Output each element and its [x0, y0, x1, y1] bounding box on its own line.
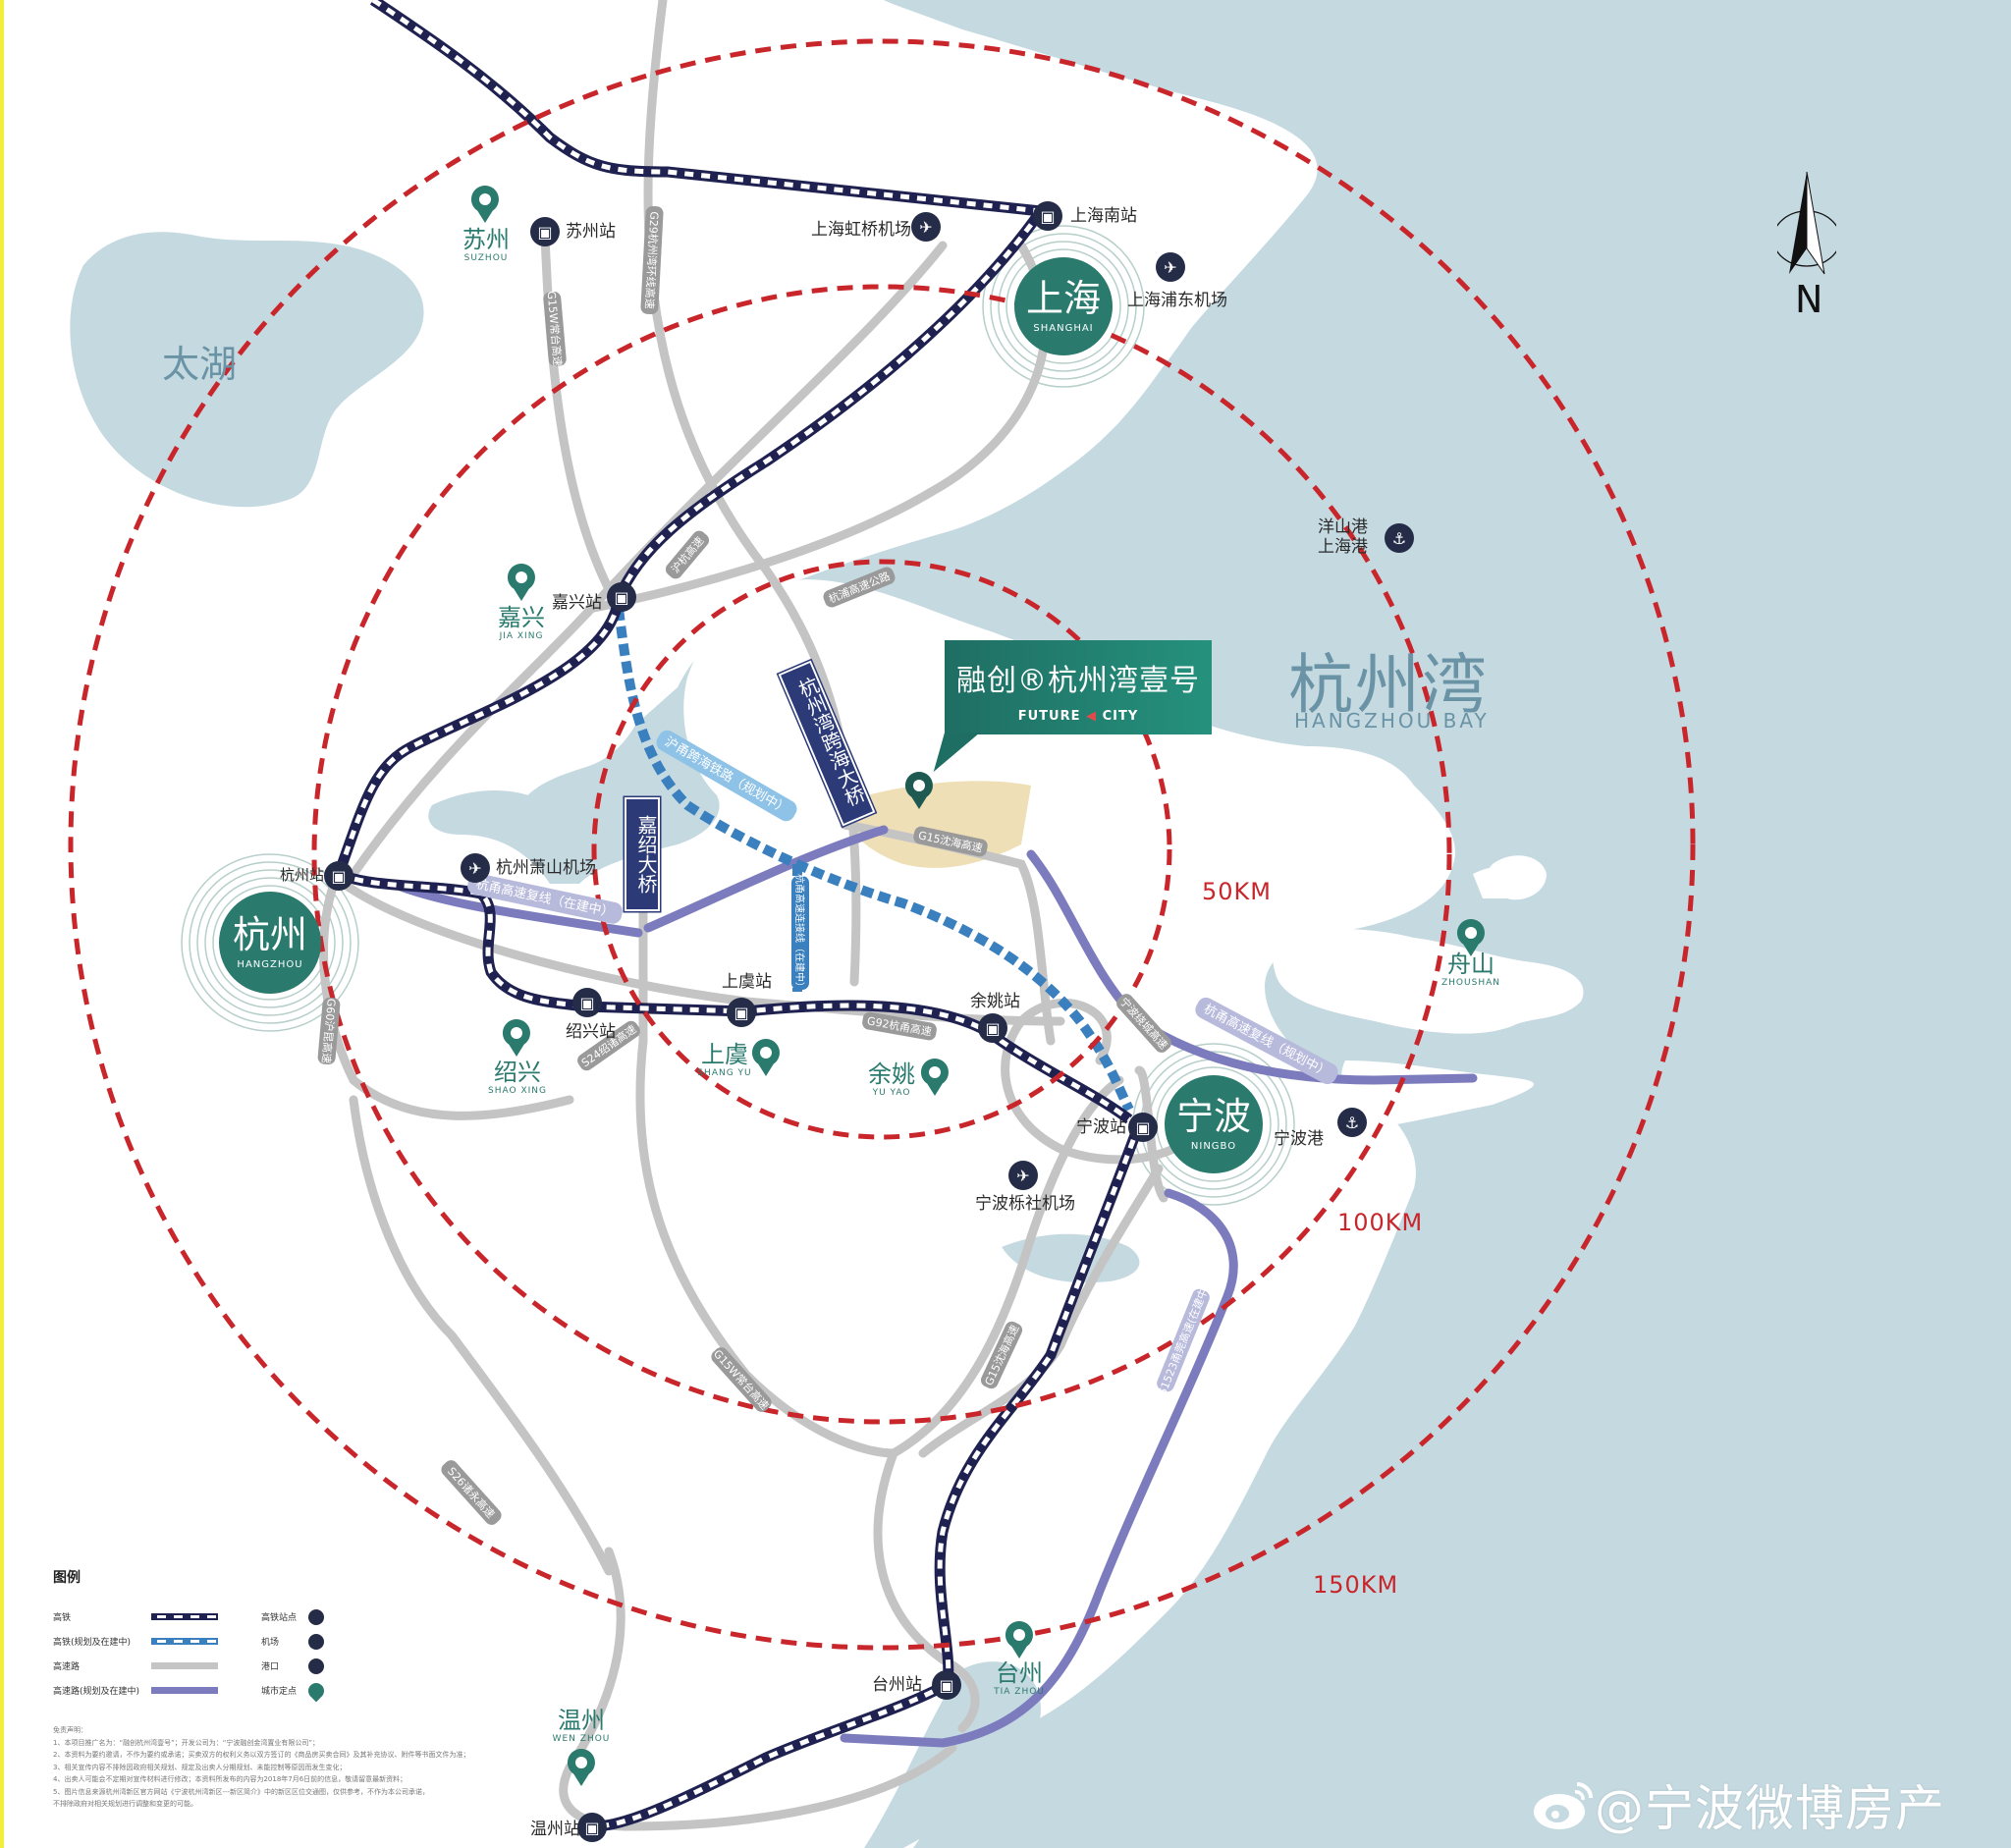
airport-pudong[interactable]: 上海浦东机场	[1127, 291, 1227, 310]
svg-text:G60沪昆高速: G60沪昆高速	[319, 998, 339, 1063]
planned-highway-swatch	[151, 1687, 218, 1694]
svg-text:▣: ▣	[1040, 207, 1055, 226]
svg-text:✈: ✈	[1164, 258, 1176, 277]
legend-row: 高铁 高铁站点	[53, 1604, 377, 1629]
watermark-text: @宁波微博房产	[1595, 1780, 1945, 1837]
station-hangzhou[interactable]: 杭州站	[280, 866, 325, 884]
taihu-lake-label: 太湖	[162, 343, 238, 386]
ring-label-100km: 100KM	[1337, 1209, 1424, 1236]
svg-text:⚓: ⚓	[1392, 529, 1406, 548]
left-edge-stripe	[0, 0, 4, 1848]
station-shanghai-south[interactable]: 上海南站	[1070, 206, 1137, 226]
ring-label-150km: 150KM	[1313, 1571, 1399, 1599]
project-callout[interactable]: 融创®杭州湾壹号 FUTURE ◀ CITY	[945, 640, 1212, 734]
station-wenzhou[interactable]: 温州站	[530, 1820, 580, 1839]
port-yangshan[interactable]: 洋山港上海港	[1318, 517, 1368, 557]
svg-text:▣: ▣	[614, 588, 628, 607]
hangzhou-bay-en-label: HANGZHOU BAY	[1294, 709, 1490, 733]
map-legend: 图例 高铁 高铁站点 高铁(规划及在建中) 机场 高速路 港口 高速路(规划及在…	[53, 1567, 377, 1703]
svg-text:▣: ▣	[985, 1019, 1000, 1038]
svg-text:G1523甬莞高速(在建中): G1523甬莞高速(在建中)	[1155, 1282, 1213, 1398]
station-yuyao[interactable]: 余姚站	[970, 992, 1020, 1011]
station-icons: ▣ ▣ ▣ ▣ ▣ ▣ ▣ ▣ ▣ ▣ ✈ ✈ ✈ ✈ ⚓ ⚓	[324, 201, 1414, 1842]
station-ningbo[interactable]: 宁波站	[1076, 1117, 1126, 1137]
svg-text:✈: ✈	[1016, 1167, 1029, 1185]
jiashao-bridge: 嘉绍大桥	[626, 799, 658, 909]
weibo-icon	[1534, 1782, 1593, 1829]
compass-north-label: N	[1795, 278, 1823, 321]
project-tagline: FUTURE ◀ CITY	[1017, 709, 1139, 724]
highway-swatch	[151, 1662, 218, 1669]
svg-text:S26诸永高速: S26诸永高速	[445, 1464, 498, 1521]
legend-row: 高速路 港口	[53, 1654, 377, 1678]
svg-text:▣: ▣	[579, 994, 594, 1012]
svg-text:▣: ▣	[1135, 1118, 1150, 1137]
airport-lishe[interactable]: 宁波栎社机场	[975, 1194, 1075, 1214]
city-pins	[470, 186, 1485, 1786]
svg-text:▣: ▣	[331, 867, 346, 886]
svg-text:▣: ▣	[734, 1004, 748, 1022]
legend-title: 图例	[53, 1570, 81, 1586]
disclaimer: 免责声明： 1、本项目推广名为：“融创杭州湾壹号”；开发公司为：“宁波融创金湾置…	[53, 1726, 470, 1808]
station-shangyu[interactable]: 上虞站	[722, 972, 772, 992]
svg-text:▣: ▣	[584, 1819, 599, 1837]
ring-label-50km: 50KM	[1202, 878, 1272, 905]
station-taizhou[interactable]: 台州站	[872, 1675, 922, 1695]
water-bodies	[70, 0, 2011, 1848]
airport-hongqiao[interactable]: 上海虹桥机场	[811, 220, 911, 240]
legend-row: 高速路(规划及在建中) 城市定点	[53, 1678, 377, 1703]
station-jiaxing[interactable]: 嘉兴站	[552, 593, 602, 613]
station-suzhou[interactable]: 苏州站	[566, 222, 616, 242]
train-icon	[308, 1608, 324, 1625]
anchor-icon	[308, 1658, 324, 1674]
north-compass: N	[1772, 171, 1841, 321]
svg-text:▣: ▣	[939, 1676, 953, 1695]
svg-text:✈: ✈	[919, 218, 932, 237]
legend-row: 高铁(规划及在建中) 机场	[53, 1629, 377, 1654]
svg-text:G29杭州湾环线高速: G29杭州湾环线高速	[642, 211, 661, 309]
brand-logo-icon: ◀	[1086, 709, 1098, 724]
svg-text:G15W常台高速: G15W常台高速	[545, 291, 566, 367]
svg-text:杭甬高速连接线（在建中）: 杭甬高速连接线（在建中）	[793, 874, 806, 992]
airport-xiaoshan[interactable]: 杭州萧山机场	[496, 858, 596, 878]
rails-inner	[336, 0, 1142, 1829]
planned-rail-swatch	[151, 1638, 218, 1645]
svg-text:宁波绕城高速: 宁波绕城高速	[1117, 995, 1171, 1052]
rail-swatch	[151, 1613, 218, 1620]
svg-text:⚓: ⚓	[1345, 1114, 1359, 1132]
hangzhou-bay-label: 杭州湾	[1288, 647, 1489, 723]
compass-arrow-icon	[1772, 171, 1841, 275]
weibo-watermark: @宁波微博房产	[1532, 1769, 1945, 1840]
svg-text:✈: ✈	[468, 859, 481, 878]
station-shaoxing[interactable]: 绍兴站	[566, 1022, 616, 1042]
port-ningbo[interactable]: 宁波港	[1274, 1129, 1324, 1149]
airplane-icon	[308, 1633, 324, 1650]
project-name: 融创®杭州湾壹号	[956, 664, 1200, 698]
map-pin-icon	[304, 1679, 328, 1702]
svg-text:▣: ▣	[537, 223, 552, 242]
distance-rings	[68, 38, 1696, 1651]
